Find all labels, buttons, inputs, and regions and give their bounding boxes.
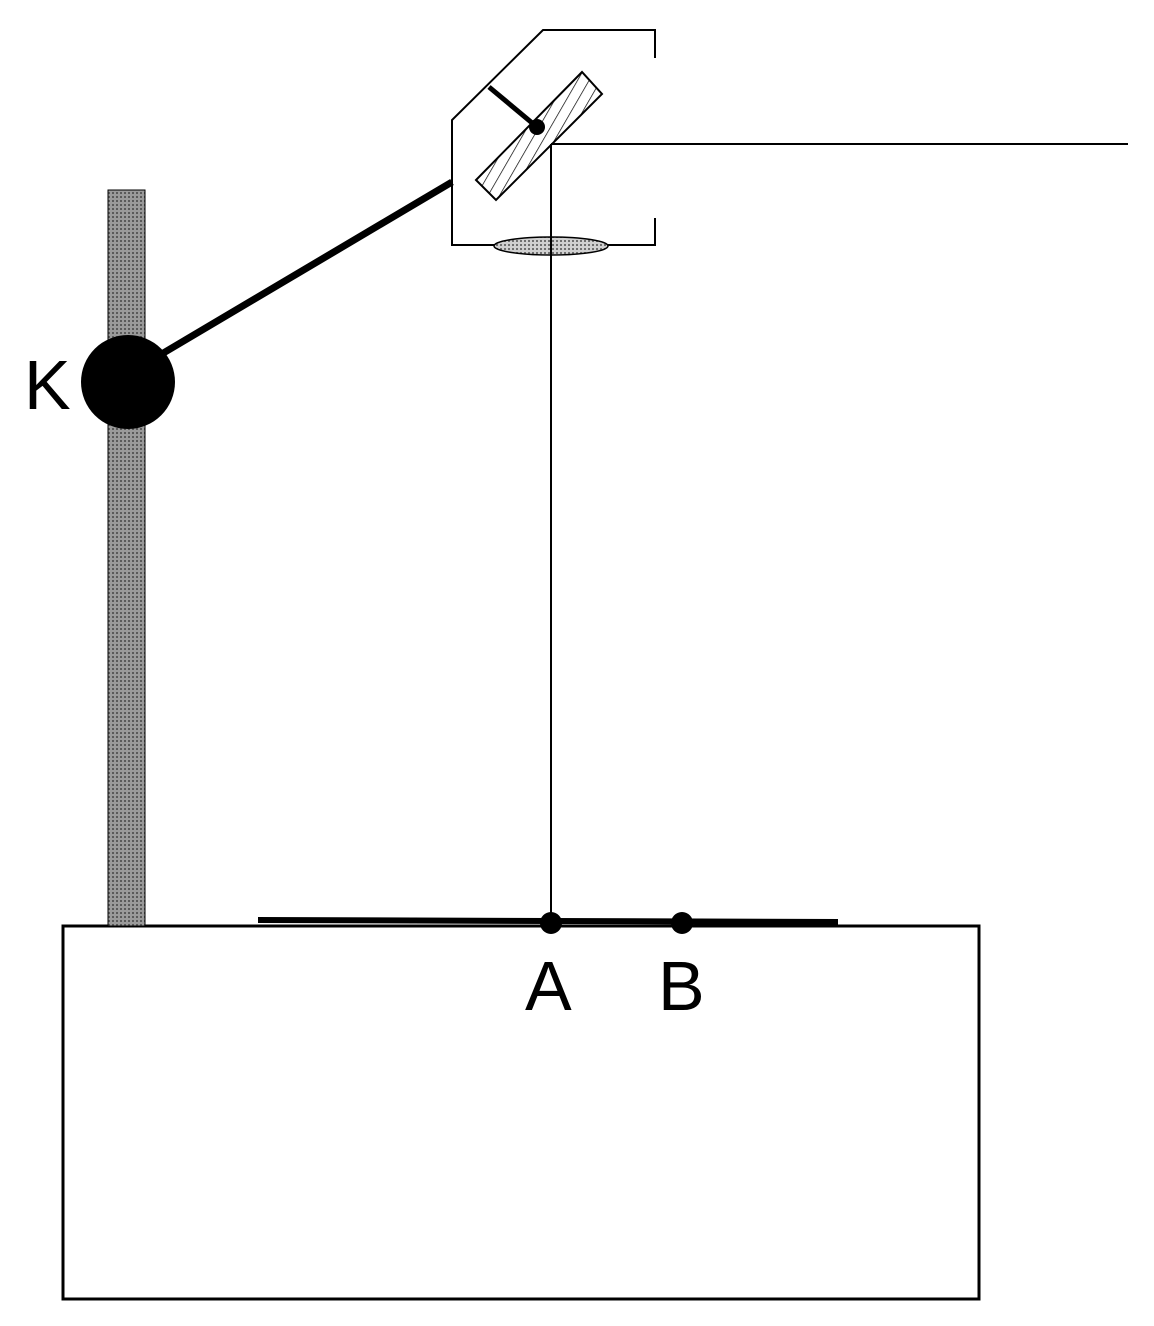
label-a: A xyxy=(525,947,572,1025)
mirror-bracket xyxy=(487,85,539,129)
mirror-plate xyxy=(474,70,604,202)
clamp-k xyxy=(81,335,175,429)
mirror-pivot xyxy=(529,119,545,135)
label-b: B xyxy=(658,947,705,1025)
stand-rod xyxy=(107,189,146,927)
label-k: K xyxy=(24,346,71,424)
point-b-dot xyxy=(671,912,693,934)
optical-head-housing xyxy=(451,29,656,246)
point-a-dot xyxy=(540,912,562,934)
base-box xyxy=(61,924,981,1301)
support-arm xyxy=(158,178,454,359)
